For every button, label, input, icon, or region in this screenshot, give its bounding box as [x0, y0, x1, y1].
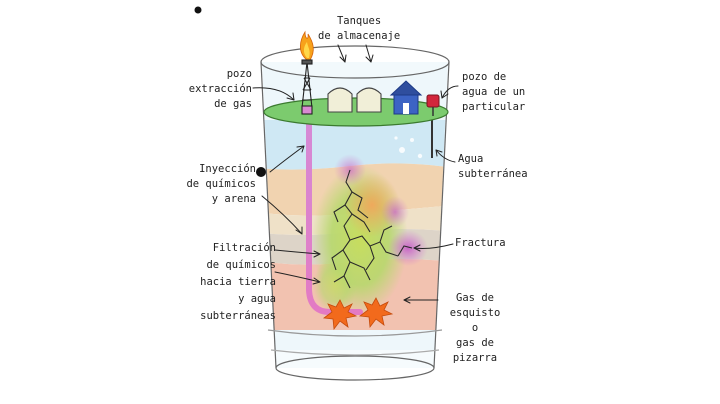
well-derrick-icon	[301, 59, 313, 115]
ground-surface	[263, 97, 449, 127]
flame-icon	[299, 30, 314, 61]
explosion-icon	[322, 299, 358, 331]
fracture-purple-zone	[388, 230, 428, 266]
bullet-dot-icon	[256, 167, 266, 177]
bullet-dot-icon	[194, 6, 202, 14]
underground-layers	[262, 62, 448, 368]
label-fractura: Fractura	[455, 237, 506, 249]
fracture-lines	[331, 169, 413, 289]
explosion-icon	[358, 297, 394, 329]
house-icon	[389, 80, 423, 115]
storage-tank-icon	[356, 87, 382, 113]
water-pump-icon	[426, 94, 440, 116]
storage-tank-icon	[327, 87, 353, 113]
arrow-icon	[252, 44, 459, 304]
injection-pipe	[306, 119, 363, 315]
